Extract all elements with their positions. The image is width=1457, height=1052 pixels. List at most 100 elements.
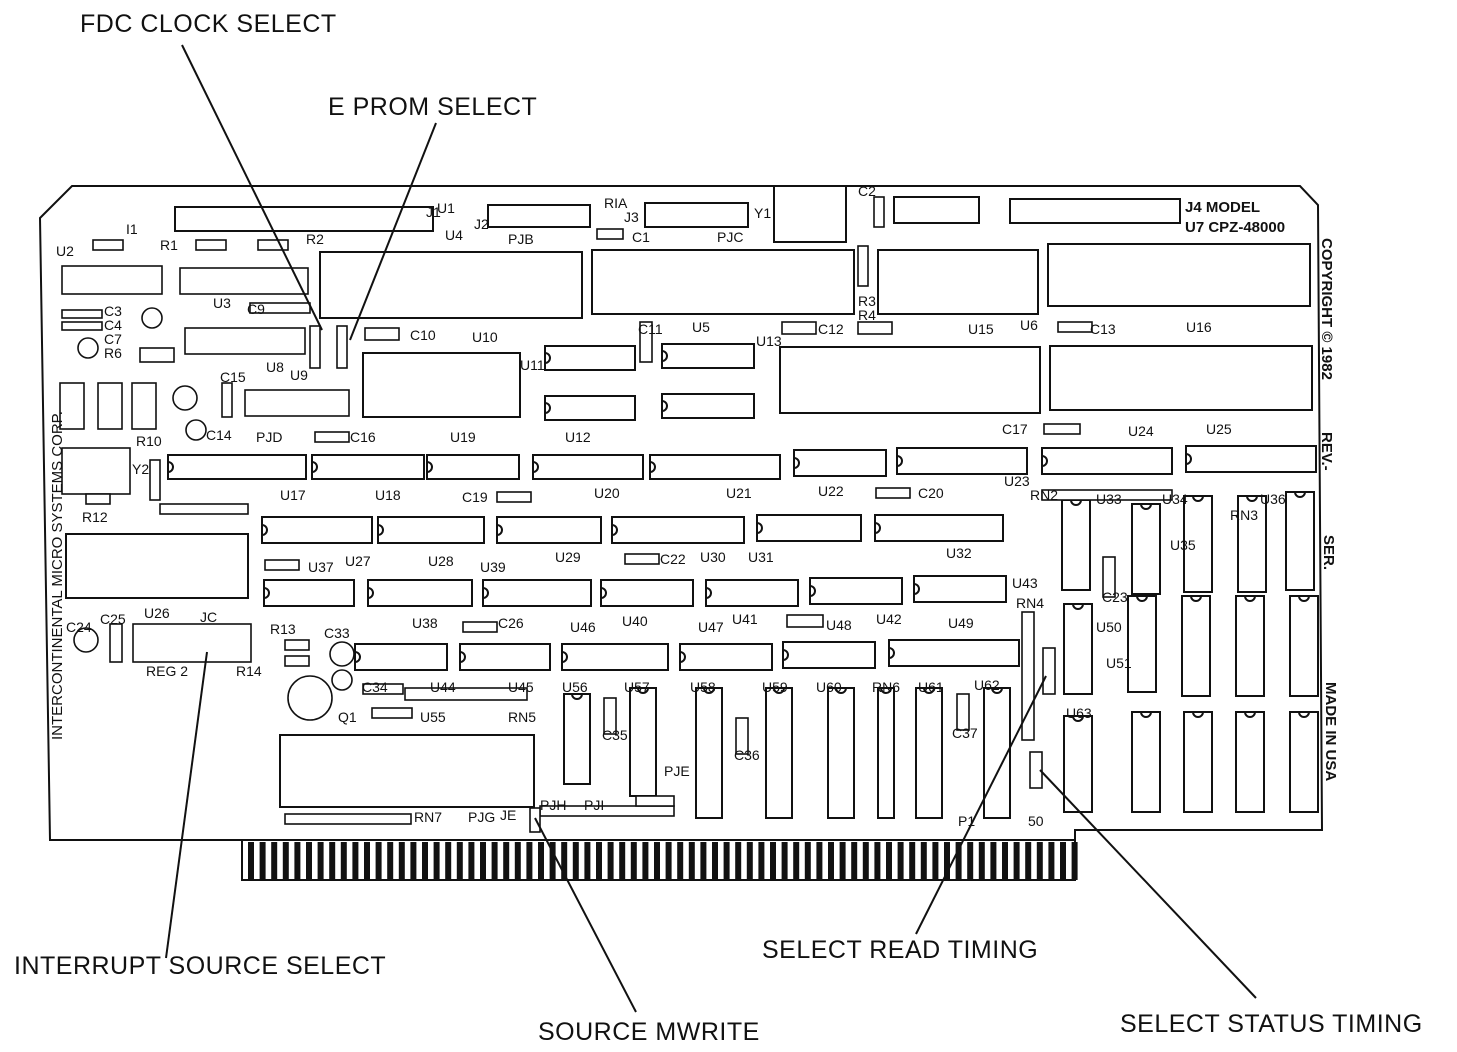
edge-finger xyxy=(433,842,440,880)
edge-finger xyxy=(758,842,765,880)
refdes-label: U57 xyxy=(624,679,650,695)
edge-finger xyxy=(932,842,939,880)
refdes-label: C16 xyxy=(350,429,376,445)
edge-finger xyxy=(642,842,649,880)
dip-chip xyxy=(426,454,520,480)
leader-status-timing xyxy=(1039,769,1257,999)
refdes-label: U9 xyxy=(290,367,308,383)
refdes-label: U50 xyxy=(1096,619,1122,635)
board-rev: REV.- xyxy=(1318,432,1335,471)
vertical-dip-chip xyxy=(1183,495,1213,593)
refdes-label: U28 xyxy=(428,553,454,569)
edge-finger xyxy=(688,842,695,880)
vertical-dip-group xyxy=(563,491,1319,819)
leader-mwrite xyxy=(534,817,637,1013)
refdes-label: U15 xyxy=(968,321,994,337)
edge-finger xyxy=(851,842,858,880)
dip-chip xyxy=(1185,445,1317,473)
refdes-label: PJH xyxy=(540,797,566,813)
dip-chip xyxy=(482,579,592,607)
callout-source-mwrite: SOURCE MWRITE xyxy=(538,1018,760,1046)
refdes-label: PJI xyxy=(584,797,604,813)
chip-u13 xyxy=(779,346,1041,414)
dip-chip xyxy=(913,575,1007,603)
edge-finger xyxy=(445,842,452,880)
refdes-label: C7 xyxy=(104,331,122,347)
vertical-dip-chip xyxy=(1061,499,1091,591)
chip-c2 xyxy=(873,196,885,228)
dip-chip xyxy=(782,641,876,669)
refdes-label: U45 xyxy=(508,679,534,695)
refdes-label: Y1 xyxy=(754,205,771,221)
dip-chip xyxy=(661,343,755,369)
refdes-label: C17 xyxy=(1002,421,1028,437)
edge-finger xyxy=(375,842,382,880)
refdes-label: U56 xyxy=(562,679,588,695)
refdes-label: U36 xyxy=(1260,491,1286,507)
refdes-label: RN7 xyxy=(414,809,442,825)
refdes-label: U51 xyxy=(1106,655,1132,671)
refdes-label: R6 xyxy=(104,345,122,361)
edge-finger xyxy=(468,842,475,880)
chip-u16-big xyxy=(1047,243,1311,307)
refdes-label: U41 xyxy=(732,611,758,627)
refdes-label: U17 xyxy=(280,487,306,503)
dip-chip xyxy=(809,577,903,605)
dip-chip xyxy=(311,454,425,480)
dip-chip xyxy=(561,643,669,671)
chip-u16b xyxy=(1049,345,1313,411)
refdes-label: Q1 xyxy=(338,709,357,725)
refdes-label: C1 xyxy=(632,229,650,245)
edge-finger xyxy=(967,842,974,880)
dip-chip xyxy=(793,449,887,477)
chip-u4 xyxy=(319,251,583,319)
dip-chip xyxy=(496,516,602,544)
edge-finger xyxy=(456,842,463,880)
refdes-label: U5 xyxy=(692,319,710,335)
refdes-label: PJE xyxy=(664,763,690,779)
refdes-label: U47 xyxy=(698,619,724,635)
edge-finger xyxy=(248,842,254,880)
edge-finger xyxy=(665,842,672,880)
crystal-y1 xyxy=(773,185,847,243)
edge-finger xyxy=(619,842,626,880)
edge-finger xyxy=(978,842,985,880)
vertical-dip-chip xyxy=(1183,711,1213,813)
chip-j4 xyxy=(1009,198,1181,224)
refdes-label: U19 xyxy=(450,429,476,445)
dip-chip xyxy=(896,447,1028,475)
edge-finger xyxy=(1013,842,1020,880)
callout-eprom-select: E PROM SELECT xyxy=(328,93,538,121)
refdes-label: U27 xyxy=(345,553,371,569)
refdes-label: Y2 xyxy=(132,461,149,477)
refdes-label: R12 xyxy=(82,509,108,525)
edge-finger xyxy=(712,842,718,880)
chip-u1 xyxy=(174,206,434,232)
vertical-dip-chip xyxy=(1181,595,1211,697)
refdes-label: C34 xyxy=(362,679,388,695)
refdes-label: U21 xyxy=(726,485,752,501)
dip-chip xyxy=(263,579,355,607)
chip-j2 xyxy=(487,204,591,228)
board-outline xyxy=(38,185,1324,881)
dip-chip xyxy=(544,345,636,371)
edge-finger xyxy=(770,842,776,880)
refdes-label: U25 xyxy=(1206,421,1232,437)
refdes-label: RN6 xyxy=(872,679,900,695)
board-model-label: J4 MODEL xyxy=(1185,199,1260,216)
refdes-label: U49 xyxy=(948,615,974,631)
edge-finger xyxy=(352,842,359,880)
refdes-label: U22 xyxy=(818,483,844,499)
refdes-label: C19 xyxy=(462,489,488,505)
chip-bottom-big xyxy=(279,734,535,808)
edge-finger xyxy=(897,842,904,880)
refdes-label: JC xyxy=(200,609,217,625)
chip-u5-big xyxy=(591,249,855,315)
vertical-dip-chip xyxy=(1131,711,1161,813)
refdes-label: C24 xyxy=(66,619,92,635)
edge-finger xyxy=(329,842,336,880)
refdes-label: C36 xyxy=(734,747,760,763)
edge-finger xyxy=(804,842,811,880)
refdes-label: U24 xyxy=(1128,423,1154,439)
